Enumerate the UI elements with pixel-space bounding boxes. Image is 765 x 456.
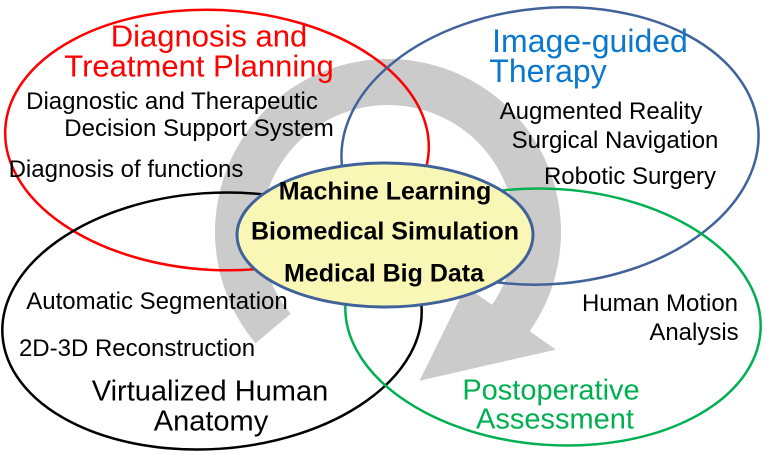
diagnosis-title-line2: Treatment Planning	[64, 48, 334, 84]
diagnosis-ellipse	[3, 8, 431, 272]
diagnosis-item-3: Diagnosis of functions	[8, 156, 244, 183]
diagnosis-item-2: Decision Support System	[64, 115, 334, 142]
anatomy-item-1: Automatic Segmentation	[26, 288, 288, 315]
diagnosis-item-1: Diagnostic and Therapeutic	[26, 88, 318, 115]
therapy-item-1: Augmented Reality	[499, 98, 703, 125]
core-item-biomedical-simulation: Biomedical Simulation	[250, 217, 520, 246]
core-ellipse	[235, 161, 535, 309]
anatomy-title-line1: Virtualized Human	[91, 375, 329, 408]
diagnosis-title-line1: Diagnosis and	[110, 18, 308, 54]
core-item-machine-learning: Machine Learning	[278, 177, 492, 206]
core-item-medical-big-data: Medical Big Data	[283, 259, 485, 288]
assessment-title-line2: Assessment	[476, 403, 634, 436]
assessment-title-line1: Postoperative	[462, 374, 640, 407]
therapy-item-2: Surgical Navigation	[511, 127, 719, 154]
anatomy-title-line2: Anatomy	[153, 405, 269, 438]
assessment-item-2: Analysis	[649, 319, 739, 346]
assessment-item-1: Human Motion	[581, 290, 739, 317]
therapy-ellipse	[340, 6, 760, 286]
therapy-title-line1: Image-guided	[492, 23, 688, 59]
anatomy-item-2: 2D-3D Reconstruction	[18, 335, 256, 362]
therapy-item-3: Robotic Surgery	[543, 163, 717, 190]
therapy-title-line2: Therapy	[489, 53, 607, 89]
cycle-arrow-icon	[214, 58, 561, 381]
